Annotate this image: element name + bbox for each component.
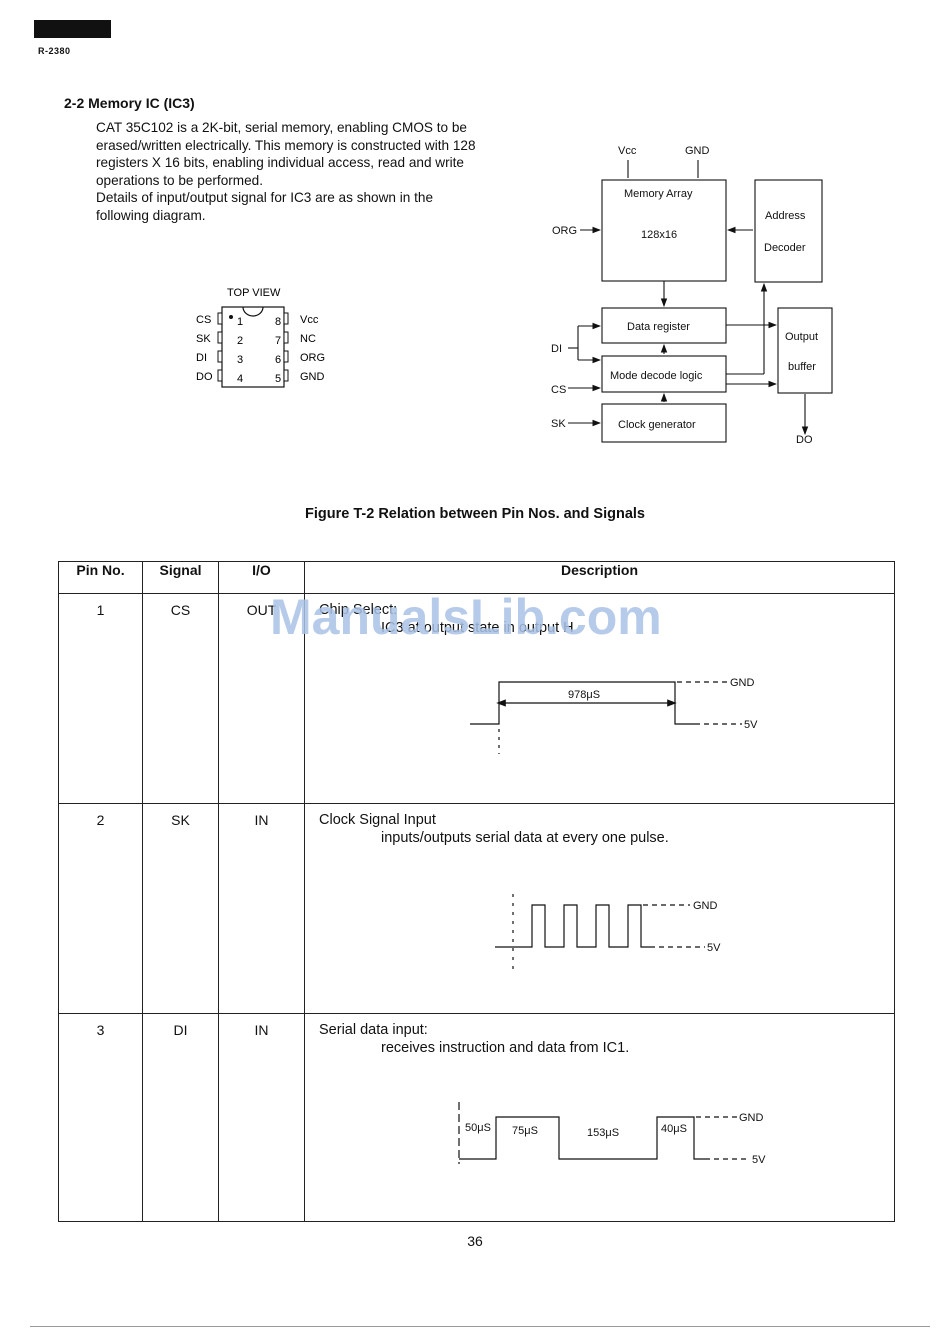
intro-text: CAT 35C102 is a 2K-bit, serial memory, e…	[96, 119, 476, 224]
output-buffer-block	[777, 307, 833, 394]
header-io: I/O	[218, 561, 305, 594]
row2-desc-sub: inputs/outputs serial data at every one …	[381, 830, 669, 846]
table-row: 1 CS OUT Chip Select: IC3 at output stat…	[58, 593, 895, 804]
row1-desc-title: Chip Select:	[319, 602, 398, 618]
di-timing-waveform: 50μS 75μS 153μS 40μS GND 5V	[458, 1102, 766, 1166]
table-row: 3 DI IN Serial data input: receives inst…	[58, 1013, 895, 1222]
pin-number-8: 8	[275, 316, 281, 328]
address-decoder-block	[754, 179, 823, 283]
pin-signal-table: Pin No. Signal I/O Description 1 CS OUT …	[58, 561, 895, 1222]
row2-signal: SK	[142, 803, 219, 1014]
row2-desc-title: Clock Signal Input	[319, 812, 436, 828]
section-title: 2-2 Memory IC (IC3)	[64, 95, 195, 111]
row3-desc-title: Serial data input:	[319, 1022, 428, 1038]
ic-body	[221, 306, 285, 388]
header-pin-no: Pin No.	[58, 561, 143, 594]
intro-paragraph-1: CAT 35C102 is a 2K-bit, serial memory, e…	[96, 120, 476, 188]
block-org-label: ORG	[552, 225, 577, 237]
row1-desc-sub: IC3 at output state in output H	[381, 620, 574, 636]
cs-low-label: 5V	[744, 719, 758, 731]
pin-number-6: 6	[275, 354, 281, 366]
row2-pin: 2	[58, 803, 143, 1014]
table-header-row: Pin No. Signal I/O Description	[58, 561, 895, 594]
block-sk-label: SK	[551, 418, 566, 430]
pin-label-di: DI	[196, 352, 207, 364]
data-register-label: Data register	[627, 321, 690, 333]
di-high-label: GND	[739, 1112, 764, 1124]
block-do-label: DO	[796, 434, 813, 446]
header-black-bar	[34, 20, 111, 38]
address-decoder-label-1: Address	[765, 210, 806, 222]
di-t1-label: 50μS	[465, 1122, 491, 1134]
pin1-dot	[229, 315, 233, 319]
block-vcc-label: Vcc	[618, 145, 637, 157]
ic-pinout-diagram: TOP VIEW CS SK DI DO 1 2 3 4 8 7 6 5 Vcc…	[196, 287, 325, 388]
row1-signal: CS	[142, 593, 219, 804]
row1-description: Chip Select: IC3 at output state in outp…	[304, 593, 895, 804]
memory-size-label: 128x16	[641, 229, 677, 241]
row3-desc-sub: receives instruction and data from IC1.	[381, 1040, 630, 1056]
block-di-label: DI	[551, 343, 562, 355]
memory-array-label: Memory Array	[624, 188, 693, 200]
block-gnd-label: GND	[685, 145, 710, 157]
pin-number-4: 4	[237, 373, 243, 385]
row3-io: IN	[218, 1013, 305, 1222]
di-t3-label: 153μS	[587, 1127, 619, 1139]
sk-high-label: GND	[693, 900, 718, 912]
figure-caption: Figure T-2 Relation between Pin Nos. and…	[305, 506, 645, 522]
output-buffer-label-2: buffer	[788, 361, 816, 373]
pin-number-5: 5	[275, 373, 281, 385]
cs-high-label: GND	[730, 677, 755, 689]
address-decoder-label-2: Decoder	[764, 242, 806, 254]
di-t4-label: 40μS	[661, 1123, 687, 1135]
row2-description: Clock Signal Input inputs/outputs serial…	[304, 803, 895, 1014]
di-low-label: 5V	[752, 1154, 766, 1166]
row3-pin: 3	[58, 1013, 143, 1222]
bottom-rule	[30, 1326, 930, 1327]
pin-number-7: 7	[275, 335, 281, 347]
pin-label-gnd: GND	[300, 371, 325, 383]
pin-number-1: 1	[237, 316, 243, 328]
row1-pin: 1	[58, 593, 143, 804]
cs-timing-waveform: 978μS GND 5V	[470, 677, 758, 754]
pinout-title: TOP VIEW	[227, 287, 281, 299]
output-buffer-label-1: Output	[785, 331, 818, 343]
pin-label-do: DO	[196, 371, 213, 383]
model-number: R-2380	[38, 46, 71, 56]
ic-notch	[242, 306, 264, 317]
cs-pulse-width: 978μS	[568, 689, 600, 701]
pin-label-cs: CS	[196, 314, 211, 326]
block-cs-label: CS	[551, 384, 566, 396]
pin-label-org: ORG	[300, 352, 325, 364]
table-row: 2 SK IN Clock Signal Input inputs/output…	[58, 803, 895, 1014]
pin-label-sk: SK	[196, 333, 211, 345]
intro-paragraph-2: Details of input/output signal for IC3 a…	[96, 190, 434, 223]
page-number: 36	[467, 1233, 483, 1249]
row3-signal: DI	[142, 1013, 219, 1222]
pin-number-3: 3	[237, 354, 243, 366]
clock-generator-label: Clock generator	[618, 419, 696, 431]
row3-description: Serial data input: receives instruction …	[304, 1013, 895, 1222]
pin-number-2: 2	[237, 335, 243, 347]
pin-label-nc: NC	[300, 333, 316, 345]
clock-generator-block	[601, 403, 727, 443]
sk-low-label: 5V	[707, 942, 721, 954]
ic-block-diagram: Vcc GND Memory Array 128x16 ORG Address …	[551, 145, 833, 446]
header-signal: Signal	[142, 561, 219, 594]
header-description: Description	[304, 561, 895, 594]
pin-label-vcc: Vcc	[300, 314, 319, 326]
row2-io: IN	[218, 803, 305, 1014]
sk-timing-waveform: GND 5V	[495, 894, 721, 974]
di-t2-label: 75μS	[512, 1125, 538, 1137]
watermark: ManualsLib.com	[270, 589, 662, 645]
mode-decode-label: Mode decode logic	[610, 370, 703, 382]
